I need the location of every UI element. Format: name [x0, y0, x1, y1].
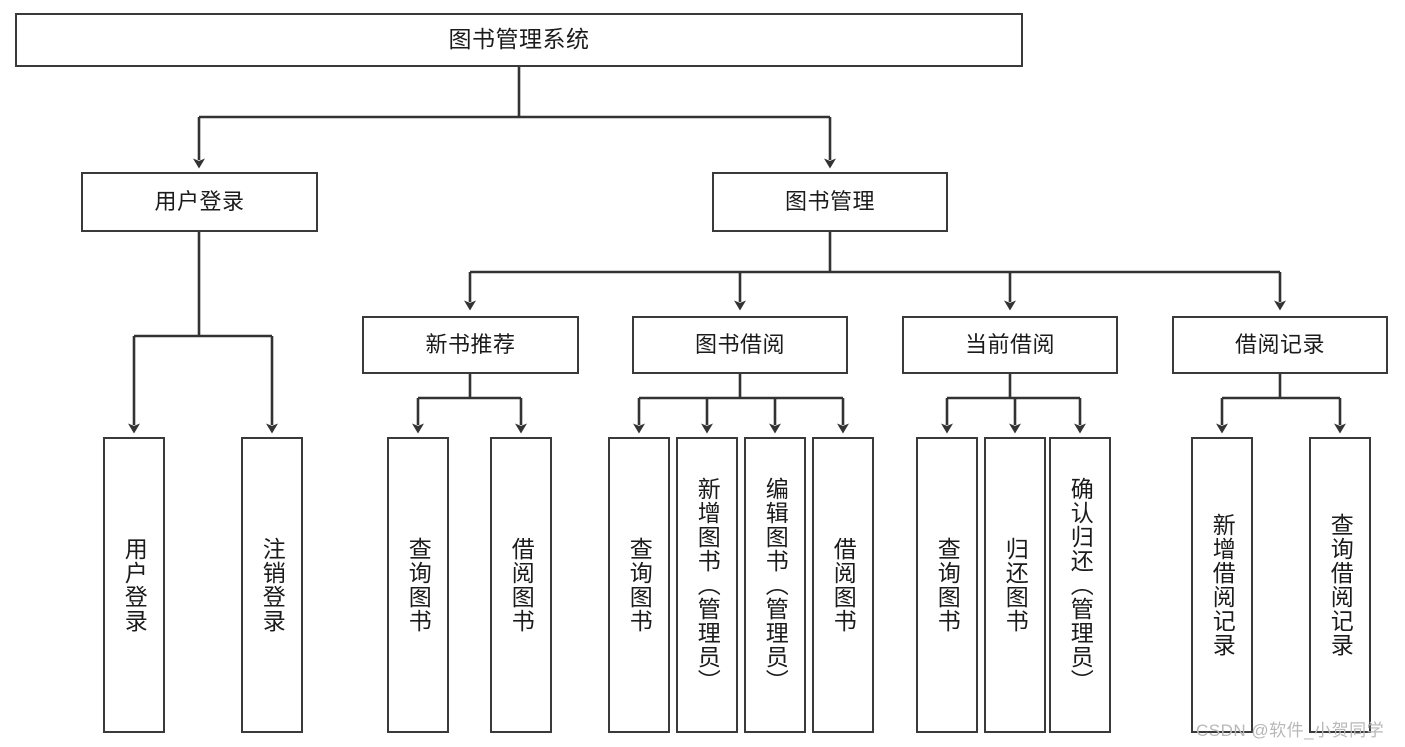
node-leaf-return-book[interactable]: 归还图书 [984, 437, 1046, 733]
node-book-borrow[interactable]: 图书借阅 [632, 316, 848, 374]
node-user-login[interactable]: 用户登录 [81, 172, 318, 232]
node-leaf-borrow-book-1-label: 借阅图书 [508, 537, 535, 633]
node-book-management-label: 图书管理 [784, 188, 875, 214]
node-new-book-recommend[interactable]: 新书推荐 [362, 316, 579, 374]
node-borrow-record-label: 借阅记录 [1234, 331, 1325, 357]
node-leaf-query-book-1-label: 查询图书 [405, 537, 432, 633]
node-leaf-confirm-return[interactable]: 确认归还（管理员） [1049, 437, 1111, 733]
node-leaf-edit-book-label: 编辑图书（管理员） [762, 477, 789, 693]
node-leaf-return-book-label: 归还图书 [1002, 537, 1029, 633]
node-new-book-recommend-label: 新书推荐 [425, 331, 516, 357]
watermark-text: CSDN @软件_小贺同学 [1196, 721, 1385, 740]
node-leaf-user-login-label: 用户登录 [121, 537, 148, 633]
node-leaf-query-book-3[interactable]: 查询图书 [916, 437, 978, 733]
node-leaf-query-book-1[interactable]: 查询图书 [387, 437, 449, 733]
node-leaf-user-logout-label: 注销登录 [259, 537, 286, 633]
node-leaf-edit-book[interactable]: 编辑图书（管理员） [744, 437, 806, 733]
node-leaf-add-record[interactable]: 新增借阅记录 [1191, 437, 1253, 733]
node-current-borrow-label: 当前借阅 [964, 331, 1055, 357]
node-leaf-add-book-label: 新增图书（管理员） [694, 477, 721, 693]
node-leaf-borrow-book-1[interactable]: 借阅图书 [490, 437, 552, 733]
node-user-login-label: 用户登录 [154, 188, 245, 214]
node-book-borrow-label: 图书借阅 [694, 331, 785, 357]
node-leaf-borrow-book-2-label: 借阅图书 [830, 537, 857, 633]
node-leaf-query-record[interactable]: 查询借阅记录 [1309, 437, 1371, 733]
node-leaf-query-book-2-label: 查询图书 [626, 537, 653, 633]
node-book-management[interactable]: 图书管理 [712, 172, 948, 232]
node-borrow-record[interactable]: 借阅记录 [1172, 316, 1388, 374]
node-leaf-query-book-3-label: 查询图书 [934, 537, 961, 633]
node-leaf-add-book[interactable]: 新增图书（管理员） [676, 437, 738, 733]
node-leaf-user-logout[interactable]: 注销登录 [241, 437, 303, 733]
node-leaf-user-login[interactable]: 用户登录 [103, 437, 165, 733]
node-leaf-confirm-return-label: 确认归还（管理员） [1067, 477, 1094, 693]
node-root-label: 图书管理系统 [448, 26, 590, 53]
node-leaf-borrow-book-2[interactable]: 借阅图书 [812, 437, 874, 733]
node-leaf-query-book-2[interactable]: 查询图书 [608, 437, 670, 733]
node-leaf-query-record-label: 查询借阅记录 [1327, 513, 1354, 657]
node-root[interactable]: 图书管理系统 [15, 13, 1023, 67]
node-leaf-add-record-label: 新增借阅记录 [1209, 513, 1236, 657]
node-current-borrow[interactable]: 当前借阅 [902, 316, 1118, 374]
